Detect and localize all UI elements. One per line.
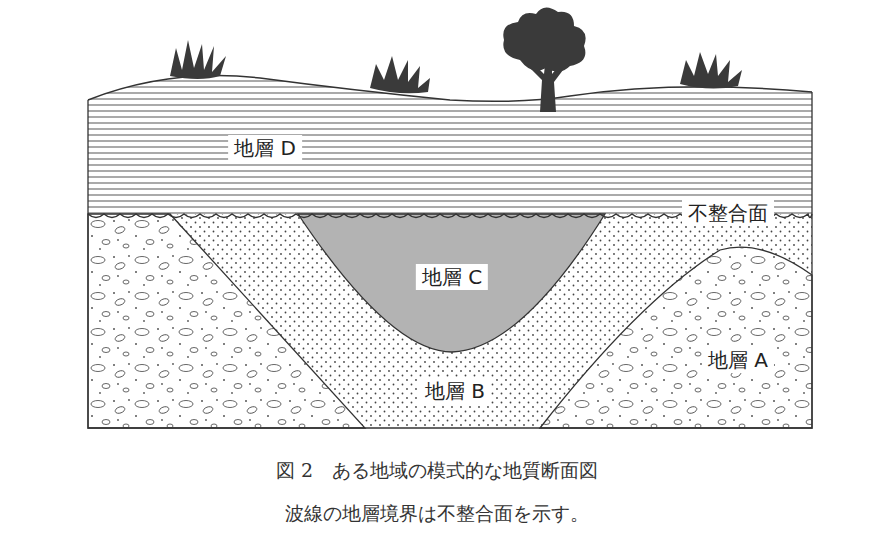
tree: [503, 7, 585, 112]
caption-note: 波線の地層境界は不整合面を示す。: [285, 501, 589, 525]
section-frame: [88, 92, 812, 428]
layer-label: 地層 B: [419, 378, 491, 404]
layer-label: 地層 D: [228, 135, 302, 161]
grass-clump: [170, 40, 742, 93]
figure-caption: 図 2 ある地域の模式的な地質断面図: [276, 458, 598, 482]
layer-b: [88, 214, 812, 428]
layer-a-right: [540, 247, 812, 428]
layer-label: 地層 A: [702, 347, 774, 373]
layer-c: [298, 214, 605, 352]
layer-label: 地層 C: [416, 264, 488, 290]
layer-d: [88, 76, 812, 214]
unconformity-label: 不整合面: [682, 200, 774, 226]
